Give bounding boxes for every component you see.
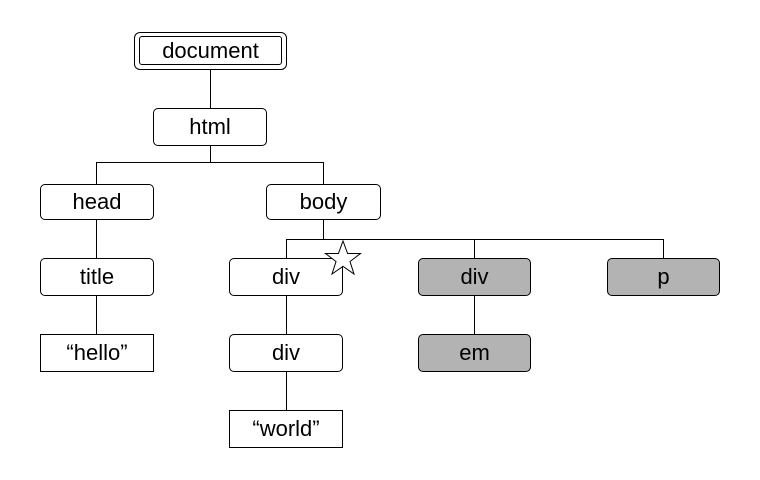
edge-head-title [96, 220, 97, 258]
edge-to-p [663, 239, 664, 259]
edge-body-children-bar [286, 239, 664, 240]
div-node-shaded: div [418, 258, 531, 296]
edge-html-down [210, 146, 211, 163]
document-node: document [139, 36, 282, 65]
world-text-node: “world” [229, 410, 343, 448]
body-node: body [266, 184, 381, 220]
em-node: em [418, 334, 531, 372]
html-node: html [153, 108, 267, 146]
p-node: p [607, 258, 720, 296]
edge-div2-world [286, 372, 287, 410]
edge-to-body [323, 162, 324, 184]
edge-html-children-bar [96, 162, 324, 163]
head-node: head [40, 184, 154, 220]
star-icon [324, 239, 362, 276]
hello-text-node: “hello” [40, 334, 154, 372]
edge-to-div-shaded [474, 239, 475, 259]
edge-document-html [210, 68, 211, 108]
edge-to-head [96, 162, 97, 184]
edge-body-down [323, 220, 324, 240]
edge-div-shaded-em [474, 296, 475, 334]
div-node-1: div [229, 258, 343, 296]
div-node-2: div [229, 334, 343, 372]
title-node: title [40, 258, 154, 296]
edge-to-div1 [286, 239, 287, 259]
edge-title-hello [96, 296, 97, 334]
edge-div1-div2 [286, 296, 287, 334]
